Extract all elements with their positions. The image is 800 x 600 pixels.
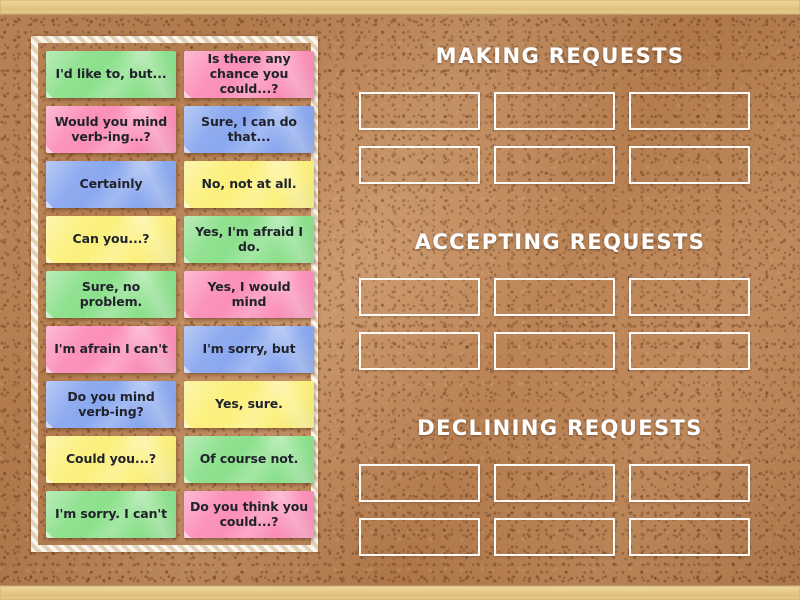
group-title-making: MAKING REQUESTS [435, 44, 685, 68]
word-card-label: Do you mind verb-ing? [67, 388, 155, 419]
word-card[interactable]: Do you mind verb-ing? [46, 381, 176, 428]
drop-slot-accepting-6[interactable] [629, 332, 750, 370]
word-card-label: Of course not. [199, 451, 299, 467]
wooden-frame-top [0, 0, 800, 15]
drop-slot-making-5[interactable] [494, 146, 615, 184]
drop-slot-accepting-1[interactable] [359, 278, 480, 316]
word-card-label: Can you...? [72, 231, 150, 247]
word-card-label: Would you mind verb-ing...? [54, 113, 168, 144]
word-card[interactable]: Certainly [46, 161, 176, 208]
word-card[interactable]: I'm afrain I can't [46, 326, 176, 373]
word-card-label: Yes, I would mind [207, 278, 291, 309]
drop-slot-declining-2[interactable] [494, 464, 615, 502]
word-card-label: Sure, I can do that... [201, 113, 297, 144]
word-card-label: No, not at all. [201, 176, 297, 192]
word-card-label: Is there any chance you could...? [207, 51, 291, 96]
word-card-label: I'm afrain I can't [54, 341, 168, 357]
word-card[interactable]: No, not at all. [184, 161, 314, 208]
drop-slot-making-2[interactable] [494, 92, 615, 130]
word-card-label: Yes, I'm afraid I do. [195, 223, 303, 254]
word-card-label: Yes, sure. [215, 396, 283, 412]
drop-slot-making-3[interactable] [629, 92, 750, 130]
word-card[interactable]: Sure, I can do that... [184, 106, 314, 153]
drop-slot-making-6[interactable] [629, 146, 750, 184]
word-card-label: I'm sorry, but [202, 341, 296, 357]
word-card-label: I'm sorry. I can't [54, 506, 168, 522]
word-card-label: Certainly [79, 176, 143, 192]
word-cards-list: I'd like to, but... Is there any chance y… [38, 43, 314, 545]
drop-slot-declining-4[interactable] [359, 518, 480, 556]
drop-slot-declining-5[interactable] [494, 518, 615, 556]
word-card[interactable]: Would you mind verb-ing...? [46, 106, 176, 153]
word-card[interactable]: Sure, no problem. [46, 271, 176, 318]
word-card-label: I'd like to, but... [55, 66, 167, 82]
word-card[interactable]: I'm sorry, but [184, 326, 314, 373]
word-cards-panel: I'd like to, but... Is there any chance y… [31, 36, 318, 552]
drop-slot-accepting-2[interactable] [494, 278, 615, 316]
word-card-label: Could you...? [65, 451, 157, 467]
group-title-declining: DECLINING REQUESTS [417, 416, 703, 440]
word-card-label: Do you think you could...? [189, 498, 309, 529]
word-card[interactable]: Could you...? [46, 436, 176, 483]
word-card[interactable]: Yes, I'm afraid I do. [184, 216, 314, 263]
drop-slot-making-1[interactable] [359, 92, 480, 130]
word-card[interactable]: Of course not. [184, 436, 314, 483]
word-card[interactable]: I'm sorry. I can't [46, 491, 176, 538]
word-card[interactable]: Do you think you could...? [184, 491, 314, 538]
wooden-frame-bottom [0, 585, 800, 600]
drop-slot-accepting-3[interactable] [629, 278, 750, 316]
word-card[interactable]: I'd like to, but... [46, 51, 176, 98]
word-card[interactable]: Yes, sure. [184, 381, 314, 428]
drop-slot-accepting-5[interactable] [494, 332, 615, 370]
word-card-label: Sure, no problem. [79, 278, 143, 309]
drop-slot-declining-3[interactable] [629, 464, 750, 502]
word-card[interactable]: Yes, I would mind [184, 271, 314, 318]
drop-slot-declining-6[interactable] [629, 518, 750, 556]
drop-slot-declining-1[interactable] [359, 464, 480, 502]
group-title-accepting: ACCEPTING REQUESTS [414, 230, 706, 254]
drop-slot-accepting-4[interactable] [359, 332, 480, 370]
word-card[interactable]: Is there any chance you could...? [184, 51, 314, 98]
drop-slot-making-4[interactable] [359, 146, 480, 184]
word-card[interactable]: Can you...? [46, 216, 176, 263]
